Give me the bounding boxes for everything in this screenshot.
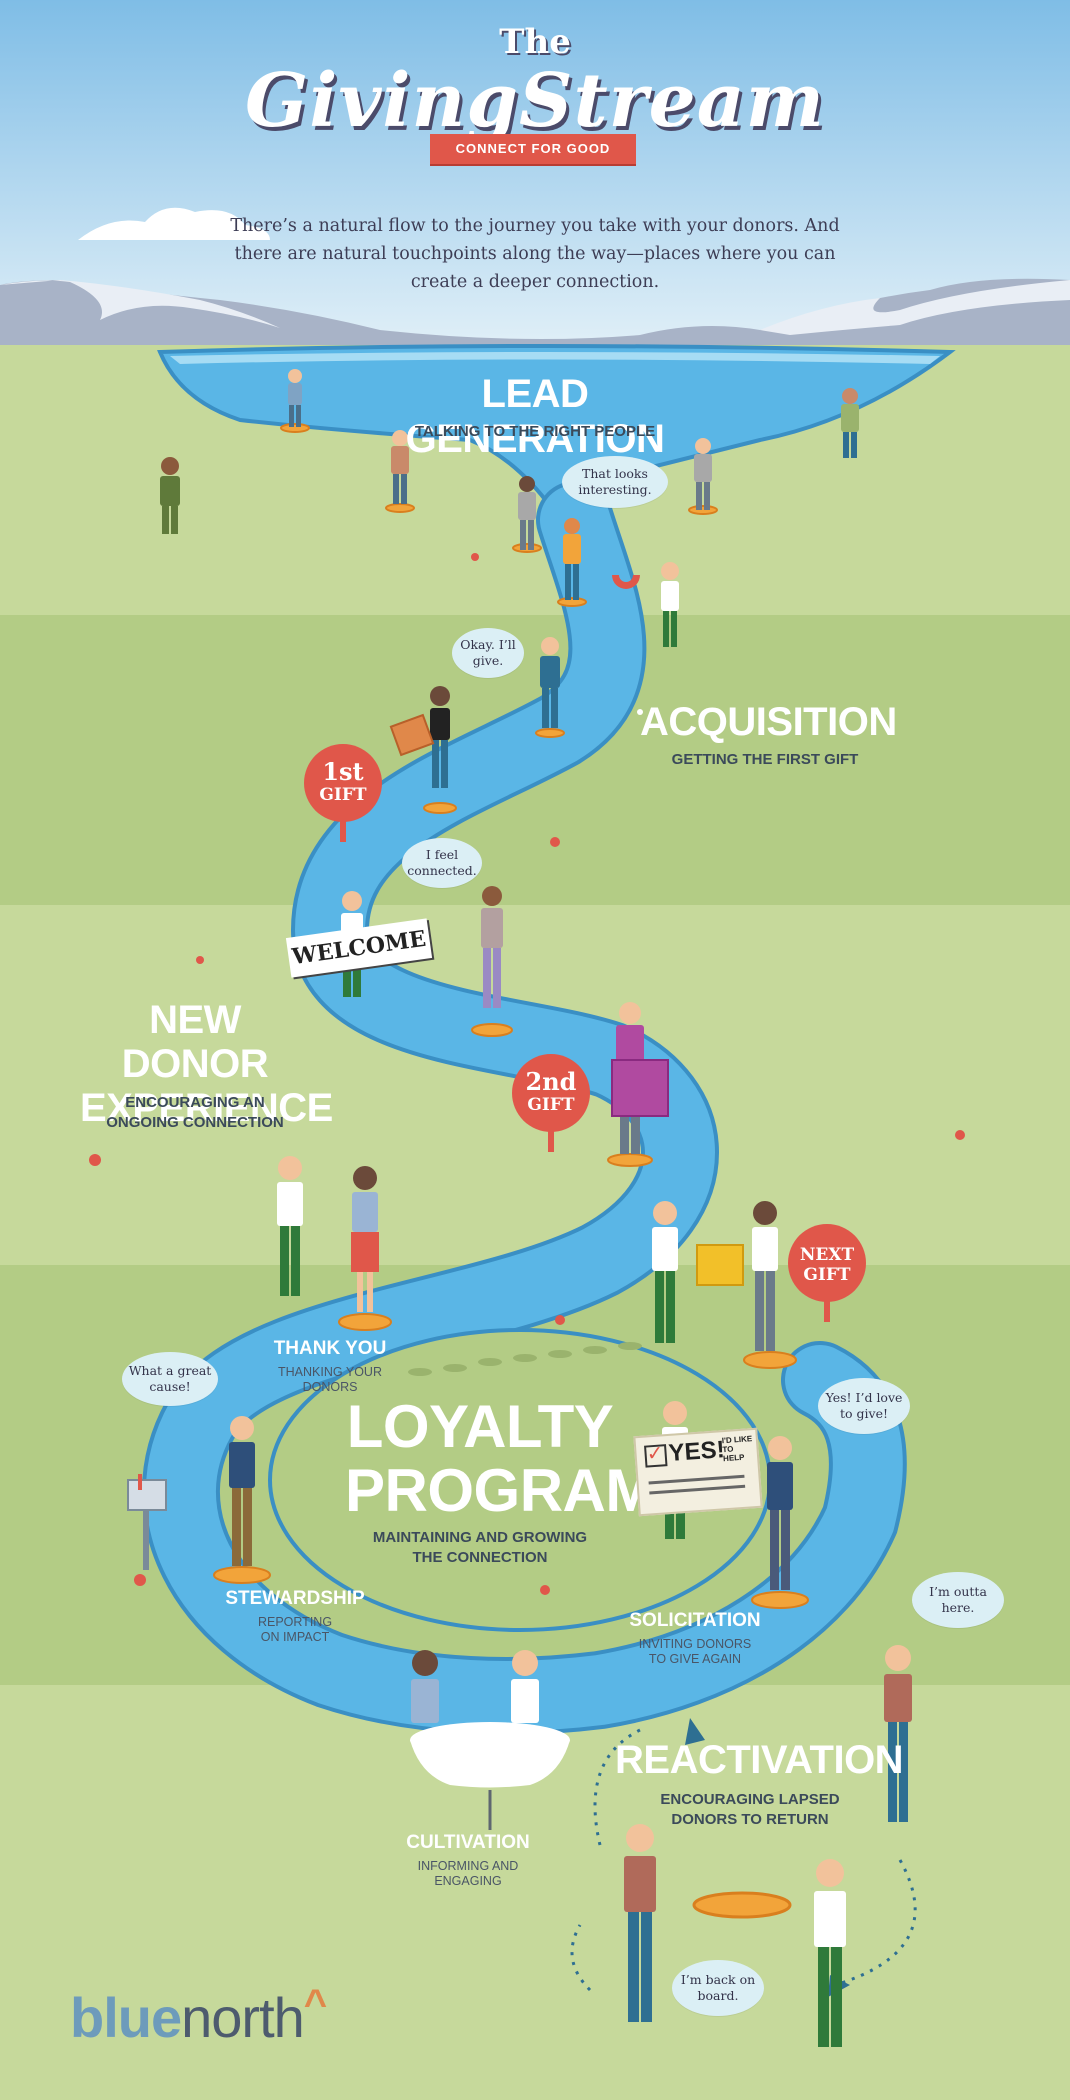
thank-you-title: THANK YOU <box>273 1338 387 1359</box>
new-donor-title-line2: EXPERIENCE <box>80 1086 333 1130</box>
reactivation-title: REACTIVATION <box>615 1738 904 1782</box>
new-donor-title-line1: NEW DONOR <box>121 998 269 1086</box>
loyalty-title-line2: PROGRAM <box>345 1457 655 1524</box>
cultivation-subtitle-line2: ENGAGING <box>434 1874 502 1888</box>
acquisition-title: ACQUISITION <box>640 700 897 744</box>
mailbox-illustration <box>127 1474 167 1570</box>
stepping-stones <box>408 1342 642 1376</box>
people-illustrations <box>160 369 912 2047</box>
first-gift-badge: 1st GIFT <box>304 744 382 842</box>
new-donor-subtitle-line1: ENCOURAGING AN <box>125 1094 265 1111</box>
like-to-help-text: I'D LIKE TO HELP <box>721 1434 753 1464</box>
intro-text: There’s a natural flow to the journey yo… <box>230 216 840 292</box>
cafe-table-illustration <box>410 1722 570 1830</box>
logo-part2: north <box>181 1986 305 2049</box>
arrow-loop <box>834 1859 917 1987</box>
logo-mark: ^ <box>303 1982 328 2026</box>
second-gift-badge: 2nd GIFT <box>512 1054 590 1152</box>
badge-bottom: GIFT <box>319 785 367 805</box>
reactivation-subtitle: ENCOURAGING LAPSED DONORS TO RETURN <box>615 1790 885 1830</box>
badge-top: 1st <box>322 757 363 786</box>
badge-top: NEXT <box>800 1245 855 1265</box>
solicitation-subtitle-line2: TO GIVE AGAIN <box>648 1652 742 1666</box>
stewardship-title: STEWARDSHIP <box>225 1588 365 1609</box>
badge-bottom: GIFT <box>803 1265 851 1285</box>
yes-sign-text: YES! <box>667 1436 726 1467</box>
tagline-banner: CONNECT FOR GOOD <box>430 134 636 164</box>
new-donor-title: NEW DONOR EXPERIENCE <box>80 998 333 1130</box>
gift-boxes <box>389 713 744 1286</box>
cultivation-subtitle-line1: INFORMING AND <box>417 1859 519 1873</box>
mountains <box>0 278 1070 360</box>
thank-you-subtitle-line2: DONORS <box>302 1380 358 1394</box>
lead-generation-title: LEAD GENERATION <box>405 372 665 461</box>
lead-generation-subtitle: TALKING TO THE RIGHT PEOPLE <box>414 423 656 440</box>
acquisition-subtitle: GETTING THE FIRST GIFT <box>671 751 859 768</box>
arrow-loop <box>593 1728 641 1846</box>
speech-bubble: I’m back on board. <box>672 1960 764 2016</box>
stewardship-subtitle-line1: REPORTING <box>257 1615 333 1629</box>
yes-sign: ✓ YES! I'D LIKE TO HELP <box>633 1427 763 1517</box>
speech-bubble: Okay. I’ll give. <box>452 628 524 678</box>
stewardship-subtitle: REPORTING ON IMPACT <box>220 1615 370 1645</box>
loyalty-title: LOYALTY PROGRAM <box>345 1393 655 1524</box>
donor-pads <box>213 423 809 1609</box>
speech-bubble: I’m outta here. <box>912 1572 1004 1628</box>
bluenorth-logo: bluenorth^ <box>70 1982 328 2050</box>
solicitation-subtitle: INVITING DONORS TO GIVE AGAIN <box>620 1637 770 1667</box>
badge-bottom: GIFT <box>527 1095 575 1115</box>
checkbox-icon: ✓ <box>644 1440 668 1468</box>
river <box>145 485 903 1731</box>
coin <box>692 1891 792 1919</box>
solicitation-subtitle-line1: INVITING DONORS <box>638 1637 752 1651</box>
speech-bubble: I feel connected. <box>402 838 482 888</box>
loyalty-subtitle-line1: MAINTAINING AND GROWING <box>372 1529 588 1546</box>
reactivation-subtitle-line2: DONORS TO RETURN <box>671 1811 829 1828</box>
next-gift-badge: NEXT GIFT <box>788 1224 866 1322</box>
new-donor-subtitle-line2: ONGOING CONNECTION <box>106 1114 284 1131</box>
loyalty-subtitle: MAINTAINING AND GROWING THE CONNECTION <box>345 1528 615 1568</box>
reactivation-subtitle-line1: ENCOURAGING LAPSED <box>660 1791 840 1808</box>
speech-bubble: What a great cause! <box>122 1352 218 1406</box>
solicitation-title: SOLICITATION <box>629 1610 761 1631</box>
cultivation-subtitle: INFORMING AND ENGAGING <box>393 1859 543 1889</box>
thank-you-subtitle-line1: THANKING YOUR <box>278 1365 382 1379</box>
loyalty-subtitle-line2: THE CONNECTION <box>412 1549 548 1566</box>
new-donor-subtitle: ENCOURAGING AN ONGOING CONNECTION <box>80 1093 310 1133</box>
thank-you-subtitle: THANKING YOUR DONORS <box>255 1365 405 1395</box>
title: GivingStream <box>245 58 825 144</box>
speech-bubble: Yes! I’d love to give! <box>818 1378 910 1434</box>
flowers <box>89 553 965 1595</box>
logo-part1: blue <box>70 1986 182 2049</box>
speech-bubble: That looks interesting. <box>562 456 668 508</box>
loyalty-title-line1: LOYALTY <box>346 1393 614 1460</box>
magnet-icon <box>612 575 640 589</box>
title-the: The <box>499 22 571 62</box>
stewardship-subtitle-line2: ON IMPACT <box>260 1630 330 1644</box>
badge-top: 2nd <box>526 1067 577 1096</box>
cloud-shape <box>78 207 270 240</box>
cultivation-title: CULTIVATION <box>406 1832 530 1853</box>
